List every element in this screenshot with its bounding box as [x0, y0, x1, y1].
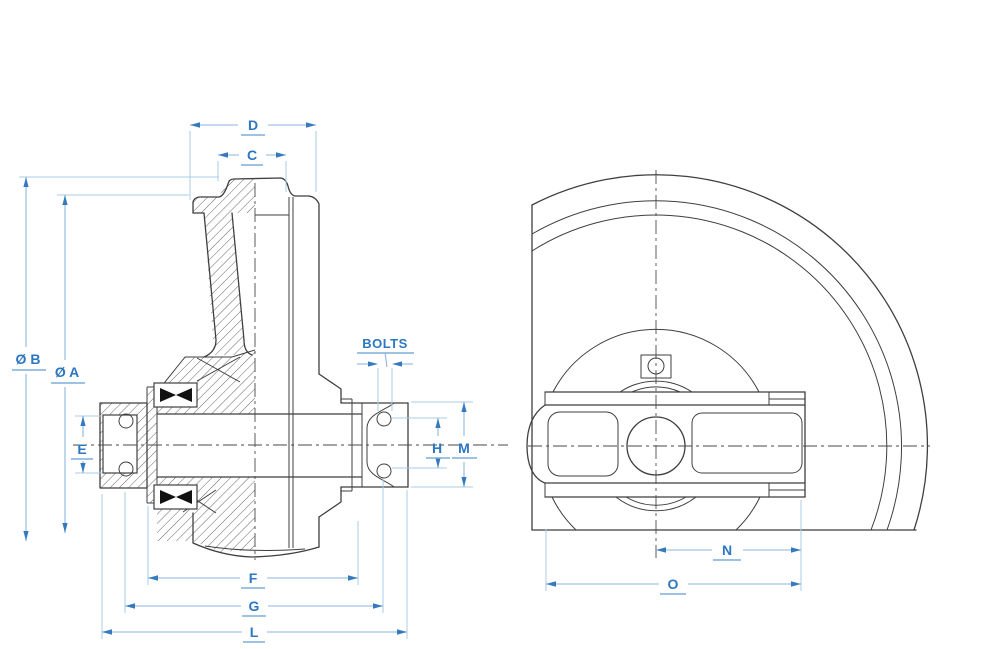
dimension-h: H: [392, 417, 450, 469]
dimension-e: E: [71, 415, 102, 474]
dim-label-g: G: [249, 598, 260, 614]
dim-label-d: D: [248, 117, 258, 133]
dimension-n: N: [656, 500, 802, 591]
mounting-bracket: [526, 391, 806, 498]
bearing-cap-and-boss: [318, 373, 409, 518]
dimension-m: M: [411, 401, 477, 488]
seal-upper: [153, 382, 198, 408]
dimension-o: O: [545, 529, 801, 595]
dim-label-f: F: [249, 570, 258, 586]
dimension-bolts: BOLTS: [357, 336, 414, 411]
dim-label-dia-a: Ø A: [55, 364, 79, 380]
dimension-annotations: D C Ø B: [12, 117, 802, 643]
dim-label-h: H: [432, 440, 442, 456]
dim-label-dia-b: Ø B: [16, 351, 41, 367]
dimension-d: D: [189, 117, 317, 200]
dimension-g: G: [124, 479, 384, 617]
bracket-window-right: [691, 412, 803, 474]
dim-label-e: E: [77, 441, 86, 457]
dim-label-bolts: BOLTS: [362, 336, 408, 351]
dim-label-c: C: [247, 147, 257, 163]
seal-lower: [153, 484, 198, 510]
section-view: [73, 177, 508, 560]
dimension-dia-a: Ø A: [51, 194, 189, 533]
wheel-rim: [156, 177, 320, 558]
dimension-c: C: [217, 147, 287, 192]
dimension-f: F: [147, 506, 359, 589]
shaft: [156, 413, 363, 478]
dim-label-l: L: [250, 624, 259, 640]
dim-label-m: M: [458, 440, 470, 456]
dim-label-n: N: [722, 542, 732, 558]
side-view: [526, 170, 930, 558]
dimension-l: L: [101, 490, 408, 643]
wheel-outline-side: [531, 174, 929, 531]
dim-label-o: O: [668, 576, 679, 592]
bracket-window-left: [547, 411, 619, 477]
dimension-dia-b: Ø B: [12, 176, 219, 541]
